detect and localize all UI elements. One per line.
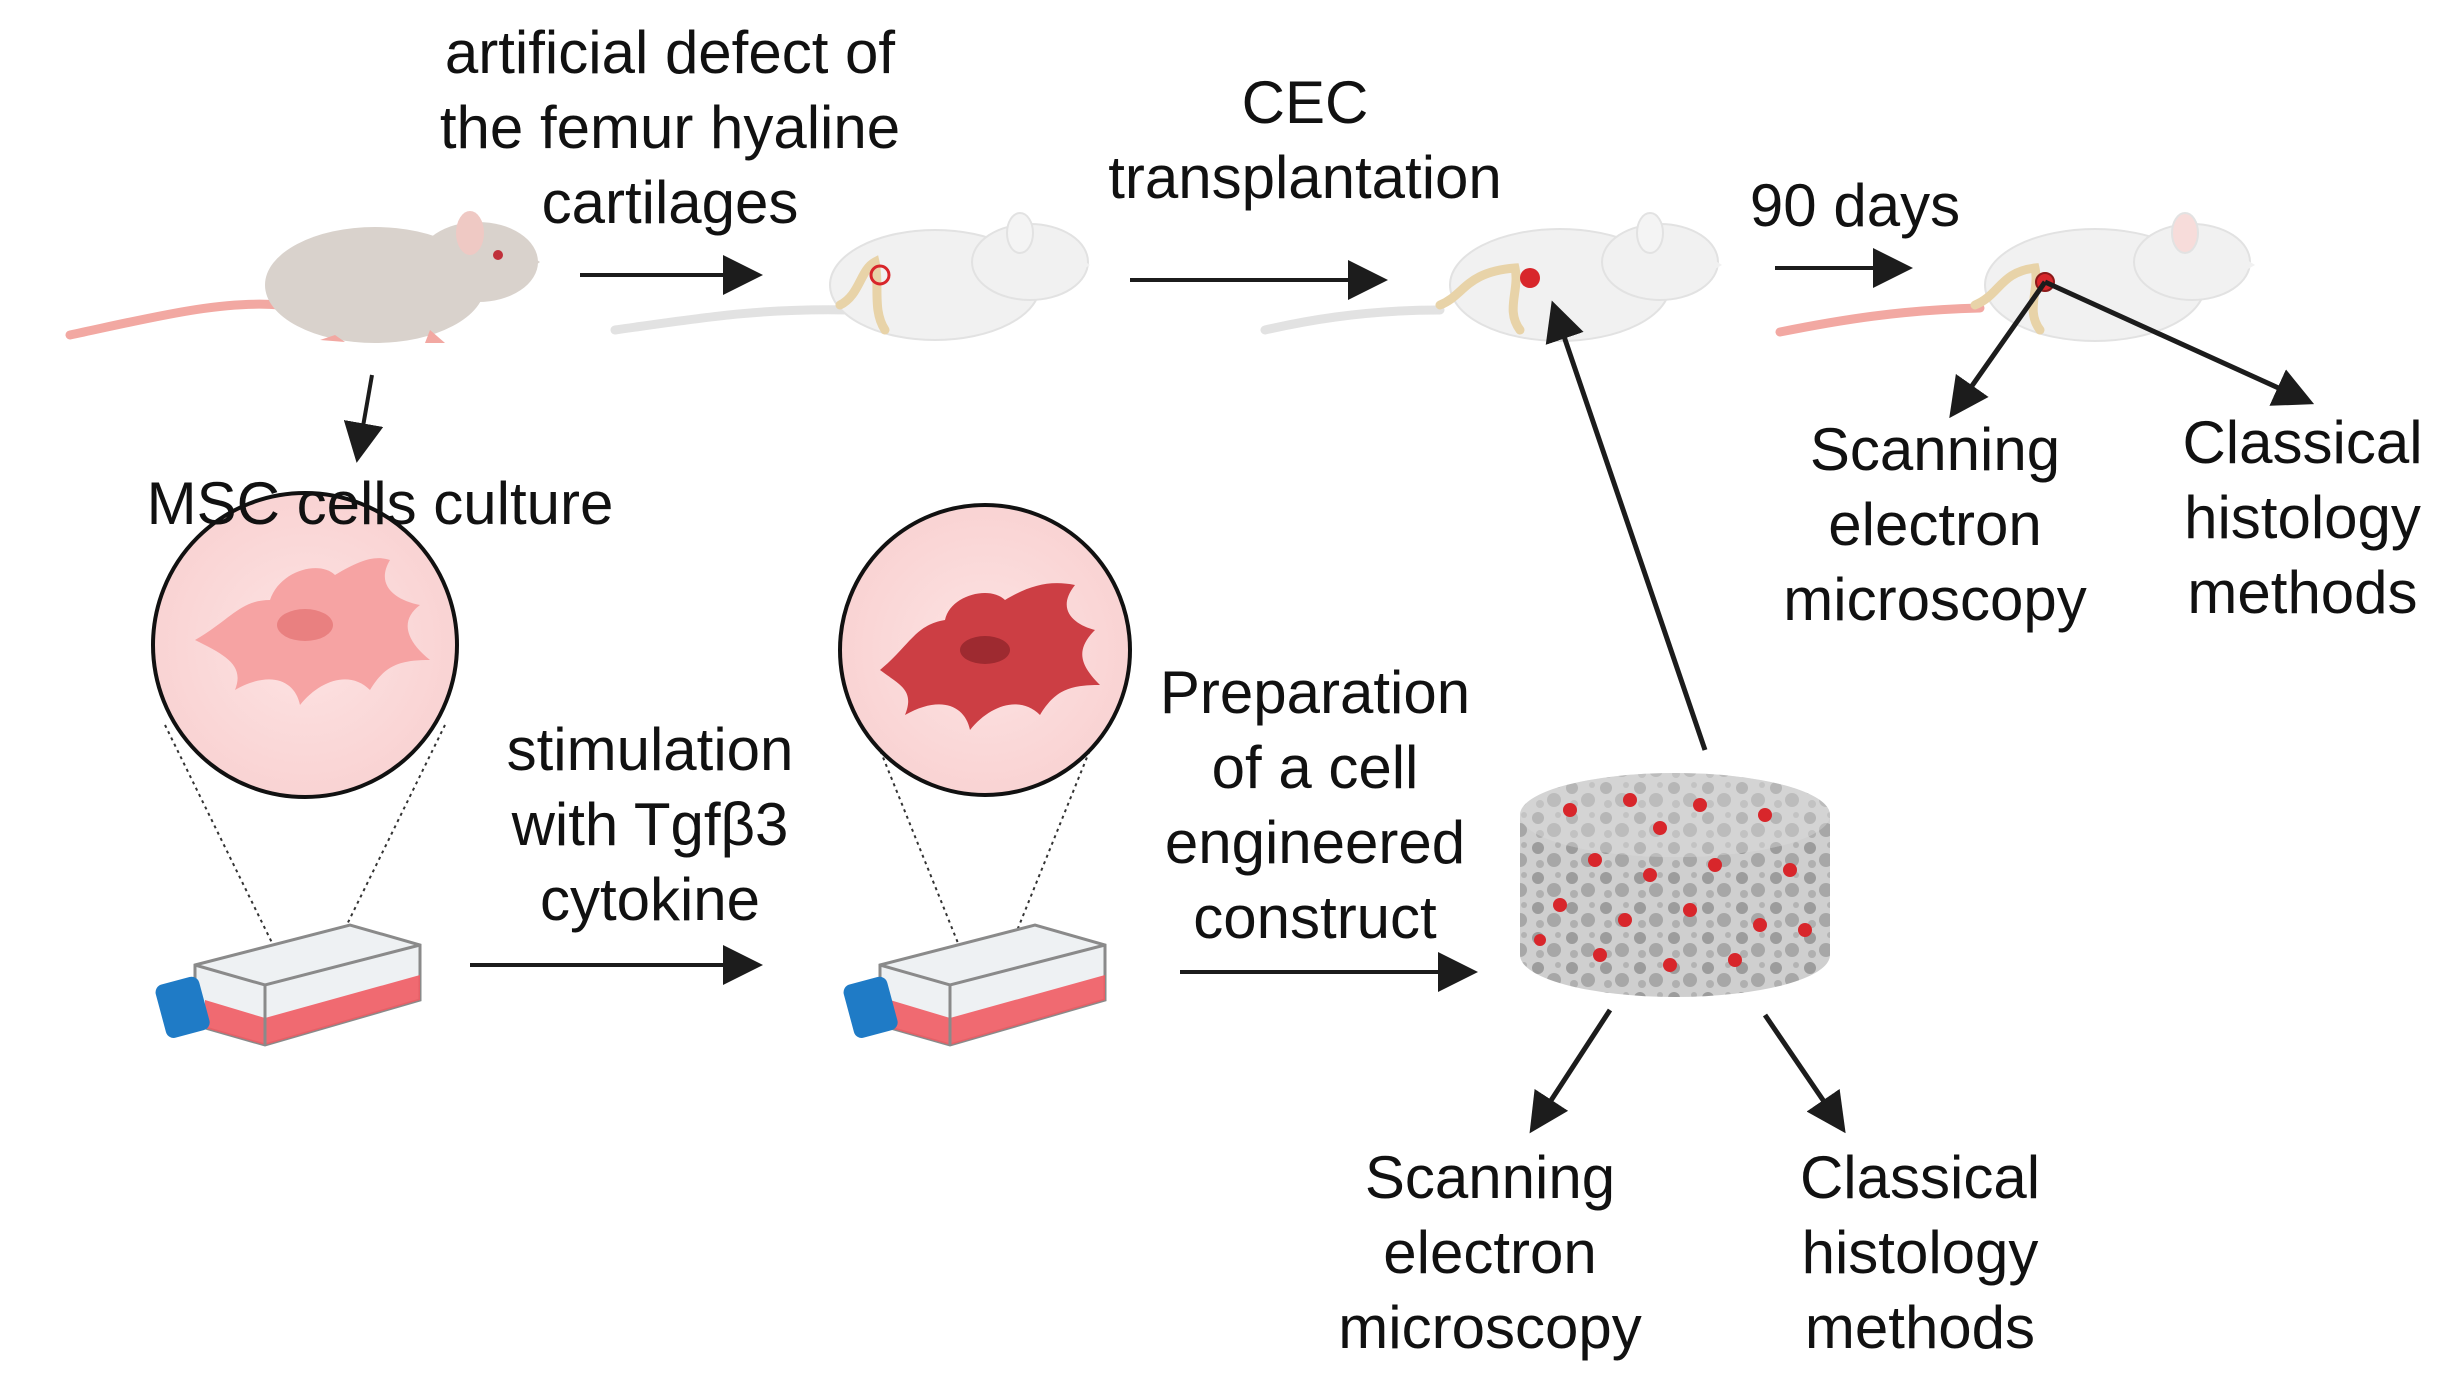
days-label: 90 days (1749, 172, 1961, 239)
scaffold-construct-icon (1520, 773, 1830, 997)
arrow-construct-to-rat (1545, 300, 1708, 751)
arrow-bottom-histology (1762, 1013, 1846, 1134)
rat-icon (65, 211, 540, 343)
culture-flask-icon (843, 923, 1107, 1047)
rat-transplant-icon (1260, 212, 1722, 342)
arrow-to-msc (343, 374, 384, 463)
rat-result-icon (1775, 212, 2255, 342)
msc-culture-label: MSC cells culture (146, 470, 614, 537)
msc-cell-icon (151, 491, 459, 1011)
arrow-top-sem (1949, 280, 2048, 419)
arrow-top-histology (2043, 279, 2315, 406)
rat-defect-icon (610, 212, 1090, 341)
arrow-bottom-sem (1529, 1008, 1613, 1134)
stimulated-cell-icon (838, 503, 1132, 1011)
culture-flask-icon (155, 923, 422, 1047)
